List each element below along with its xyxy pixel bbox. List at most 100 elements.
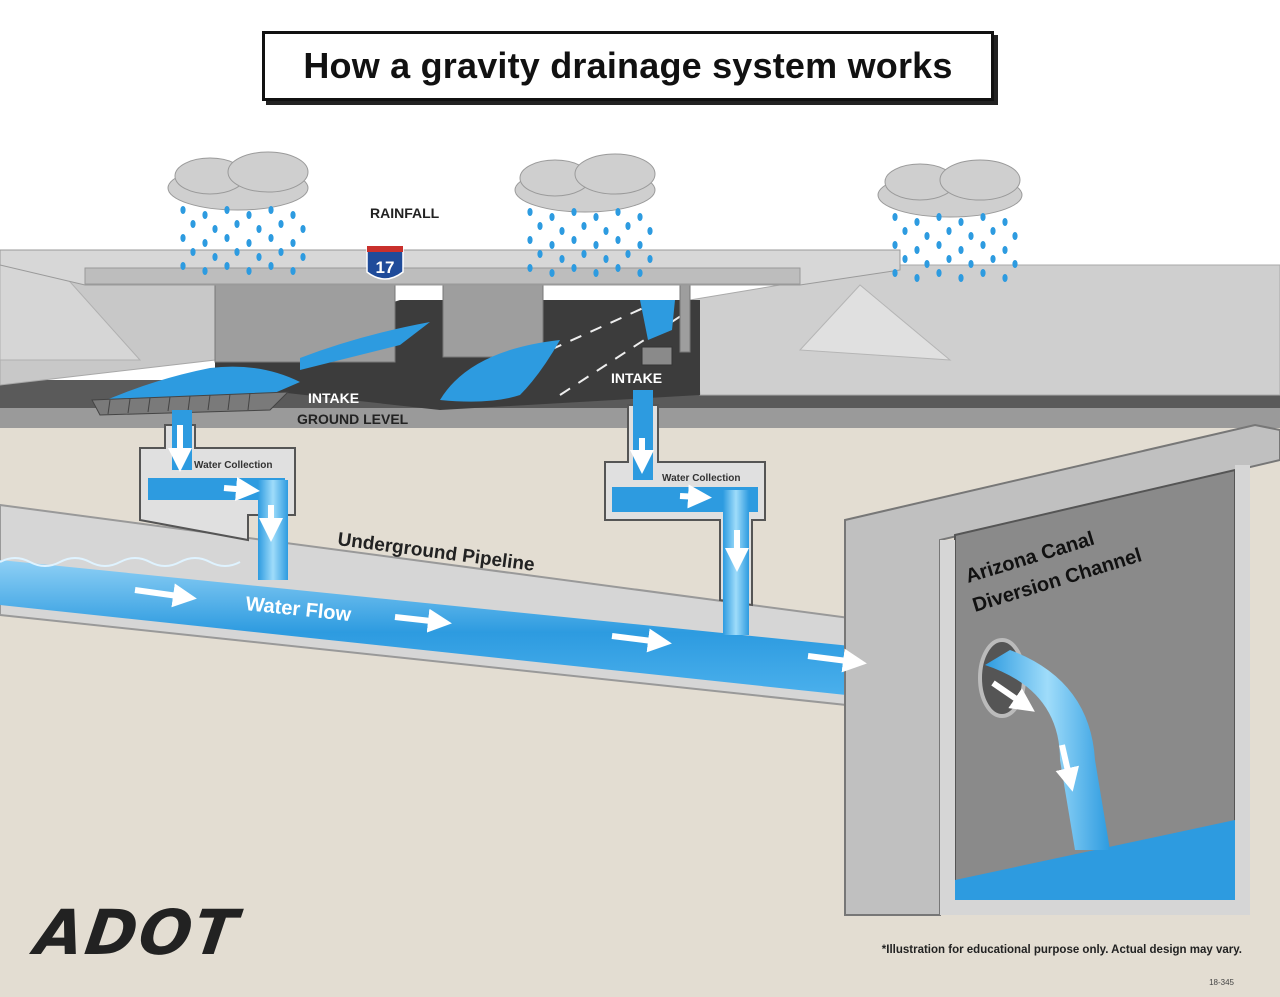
- pipeline-water: [0, 560, 940, 705]
- raindrop: [615, 264, 621, 272]
- flow-arrows: [134, 425, 1080, 792]
- raindrop: [300, 253, 306, 261]
- raindrop: [625, 250, 631, 258]
- raindrop: [615, 236, 621, 244]
- raindrop: [958, 218, 964, 226]
- cloud-mid: [514, 153, 656, 213]
- raindrop: [1002, 274, 1008, 282]
- raindrop: [571, 264, 577, 272]
- raindrop: [637, 213, 643, 221]
- raindrop: [593, 269, 599, 277]
- raindrop: [246, 211, 252, 219]
- raindrop: [527, 236, 533, 244]
- raindrop: [980, 269, 986, 277]
- raindrop: [278, 220, 284, 228]
- raindrop: [946, 255, 952, 263]
- raindrop: [537, 250, 543, 258]
- ground-level-label: GROUND LEVEL: [297, 411, 409, 427]
- raindrop: [946, 227, 952, 235]
- adot-logo: ADOT: [30, 896, 244, 969]
- raindrop: [892, 241, 898, 249]
- raindrop: [603, 227, 609, 235]
- raindrop: [968, 232, 974, 240]
- raindrop: [924, 260, 930, 268]
- raindrop: [581, 222, 587, 230]
- surface-water-mid: [440, 340, 560, 402]
- raindrop: [256, 225, 262, 233]
- raindrop: [936, 269, 942, 277]
- raindrop: [990, 227, 996, 235]
- raindrop: [647, 227, 653, 235]
- rainfall-label: RAINFALL: [370, 205, 440, 221]
- raindrop: [180, 234, 186, 242]
- raindrop: [549, 269, 555, 277]
- raindrop: [234, 220, 240, 228]
- raindrop: [212, 253, 218, 261]
- raindrop: [637, 269, 643, 277]
- raindrop: [300, 225, 306, 233]
- raindrop: [902, 255, 908, 263]
- raindrop: [571, 236, 577, 244]
- raindrop: [914, 274, 920, 282]
- canal-waterfall: [985, 650, 1110, 850]
- right-slope: [798, 284, 952, 361]
- raindrop: [290, 211, 296, 219]
- raindrop: [224, 262, 230, 270]
- bridge-pier-mid: [442, 281, 544, 358]
- raindrop: [268, 234, 274, 242]
- raindrop: [924, 232, 930, 240]
- raindrop: [571, 208, 577, 216]
- raindrop: [892, 213, 898, 221]
- raindrops: [180, 206, 1018, 282]
- raindrop: [914, 218, 920, 226]
- raindrop: [936, 213, 942, 221]
- raindrop: [647, 255, 653, 263]
- raindrop: [190, 248, 196, 256]
- raindrop: [615, 208, 621, 216]
- raindrop: [958, 274, 964, 282]
- raindrop: [527, 264, 533, 272]
- raindrop: [278, 248, 284, 256]
- raindrop: [559, 227, 565, 235]
- raindrop: [603, 255, 609, 263]
- raindrop: [224, 234, 230, 242]
- raindrop: [980, 213, 986, 221]
- raindrop: [1012, 260, 1018, 268]
- raindrop: [190, 220, 196, 228]
- raindrop: [958, 246, 964, 254]
- raindrop: [990, 255, 996, 263]
- raindrop: [1002, 218, 1008, 226]
- raindrop: [1012, 232, 1018, 240]
- raindrop: [212, 225, 218, 233]
- raindrop: [968, 260, 974, 268]
- raindrop: [527, 208, 533, 216]
- raindrop: [593, 241, 599, 249]
- raindrop: [537, 222, 543, 230]
- water-collection-right-label: Water Collection: [662, 473, 741, 484]
- raindrop: [202, 267, 208, 275]
- illustration-code: 18-345: [1209, 978, 1234, 987]
- title-box: How a gravity drainage system works: [262, 31, 994, 101]
- raindrop: [581, 250, 587, 258]
- raindrop: [268, 206, 274, 214]
- raindrop: [1002, 246, 1008, 254]
- raindrop: [625, 222, 631, 230]
- intake-right-label: INTAKE: [611, 370, 662, 386]
- raindrop: [246, 239, 252, 247]
- raindrop: [637, 241, 643, 249]
- raindrop: [914, 246, 920, 254]
- raindrop: [180, 262, 186, 270]
- raindrop: [202, 239, 208, 247]
- raindrop: [593, 213, 599, 221]
- disclaimer-text: *Illustration for educational purpose on…: [881, 944, 1242, 956]
- shield-number: 17: [376, 258, 395, 277]
- raindrop: [202, 211, 208, 219]
- raindrop: [936, 241, 942, 249]
- raindrop: [980, 241, 986, 249]
- raindrop: [246, 267, 252, 275]
- raindrop: [256, 253, 262, 261]
- cloud-right: [877, 159, 1023, 218]
- raindrop: [290, 239, 296, 247]
- raindrop: [549, 213, 555, 221]
